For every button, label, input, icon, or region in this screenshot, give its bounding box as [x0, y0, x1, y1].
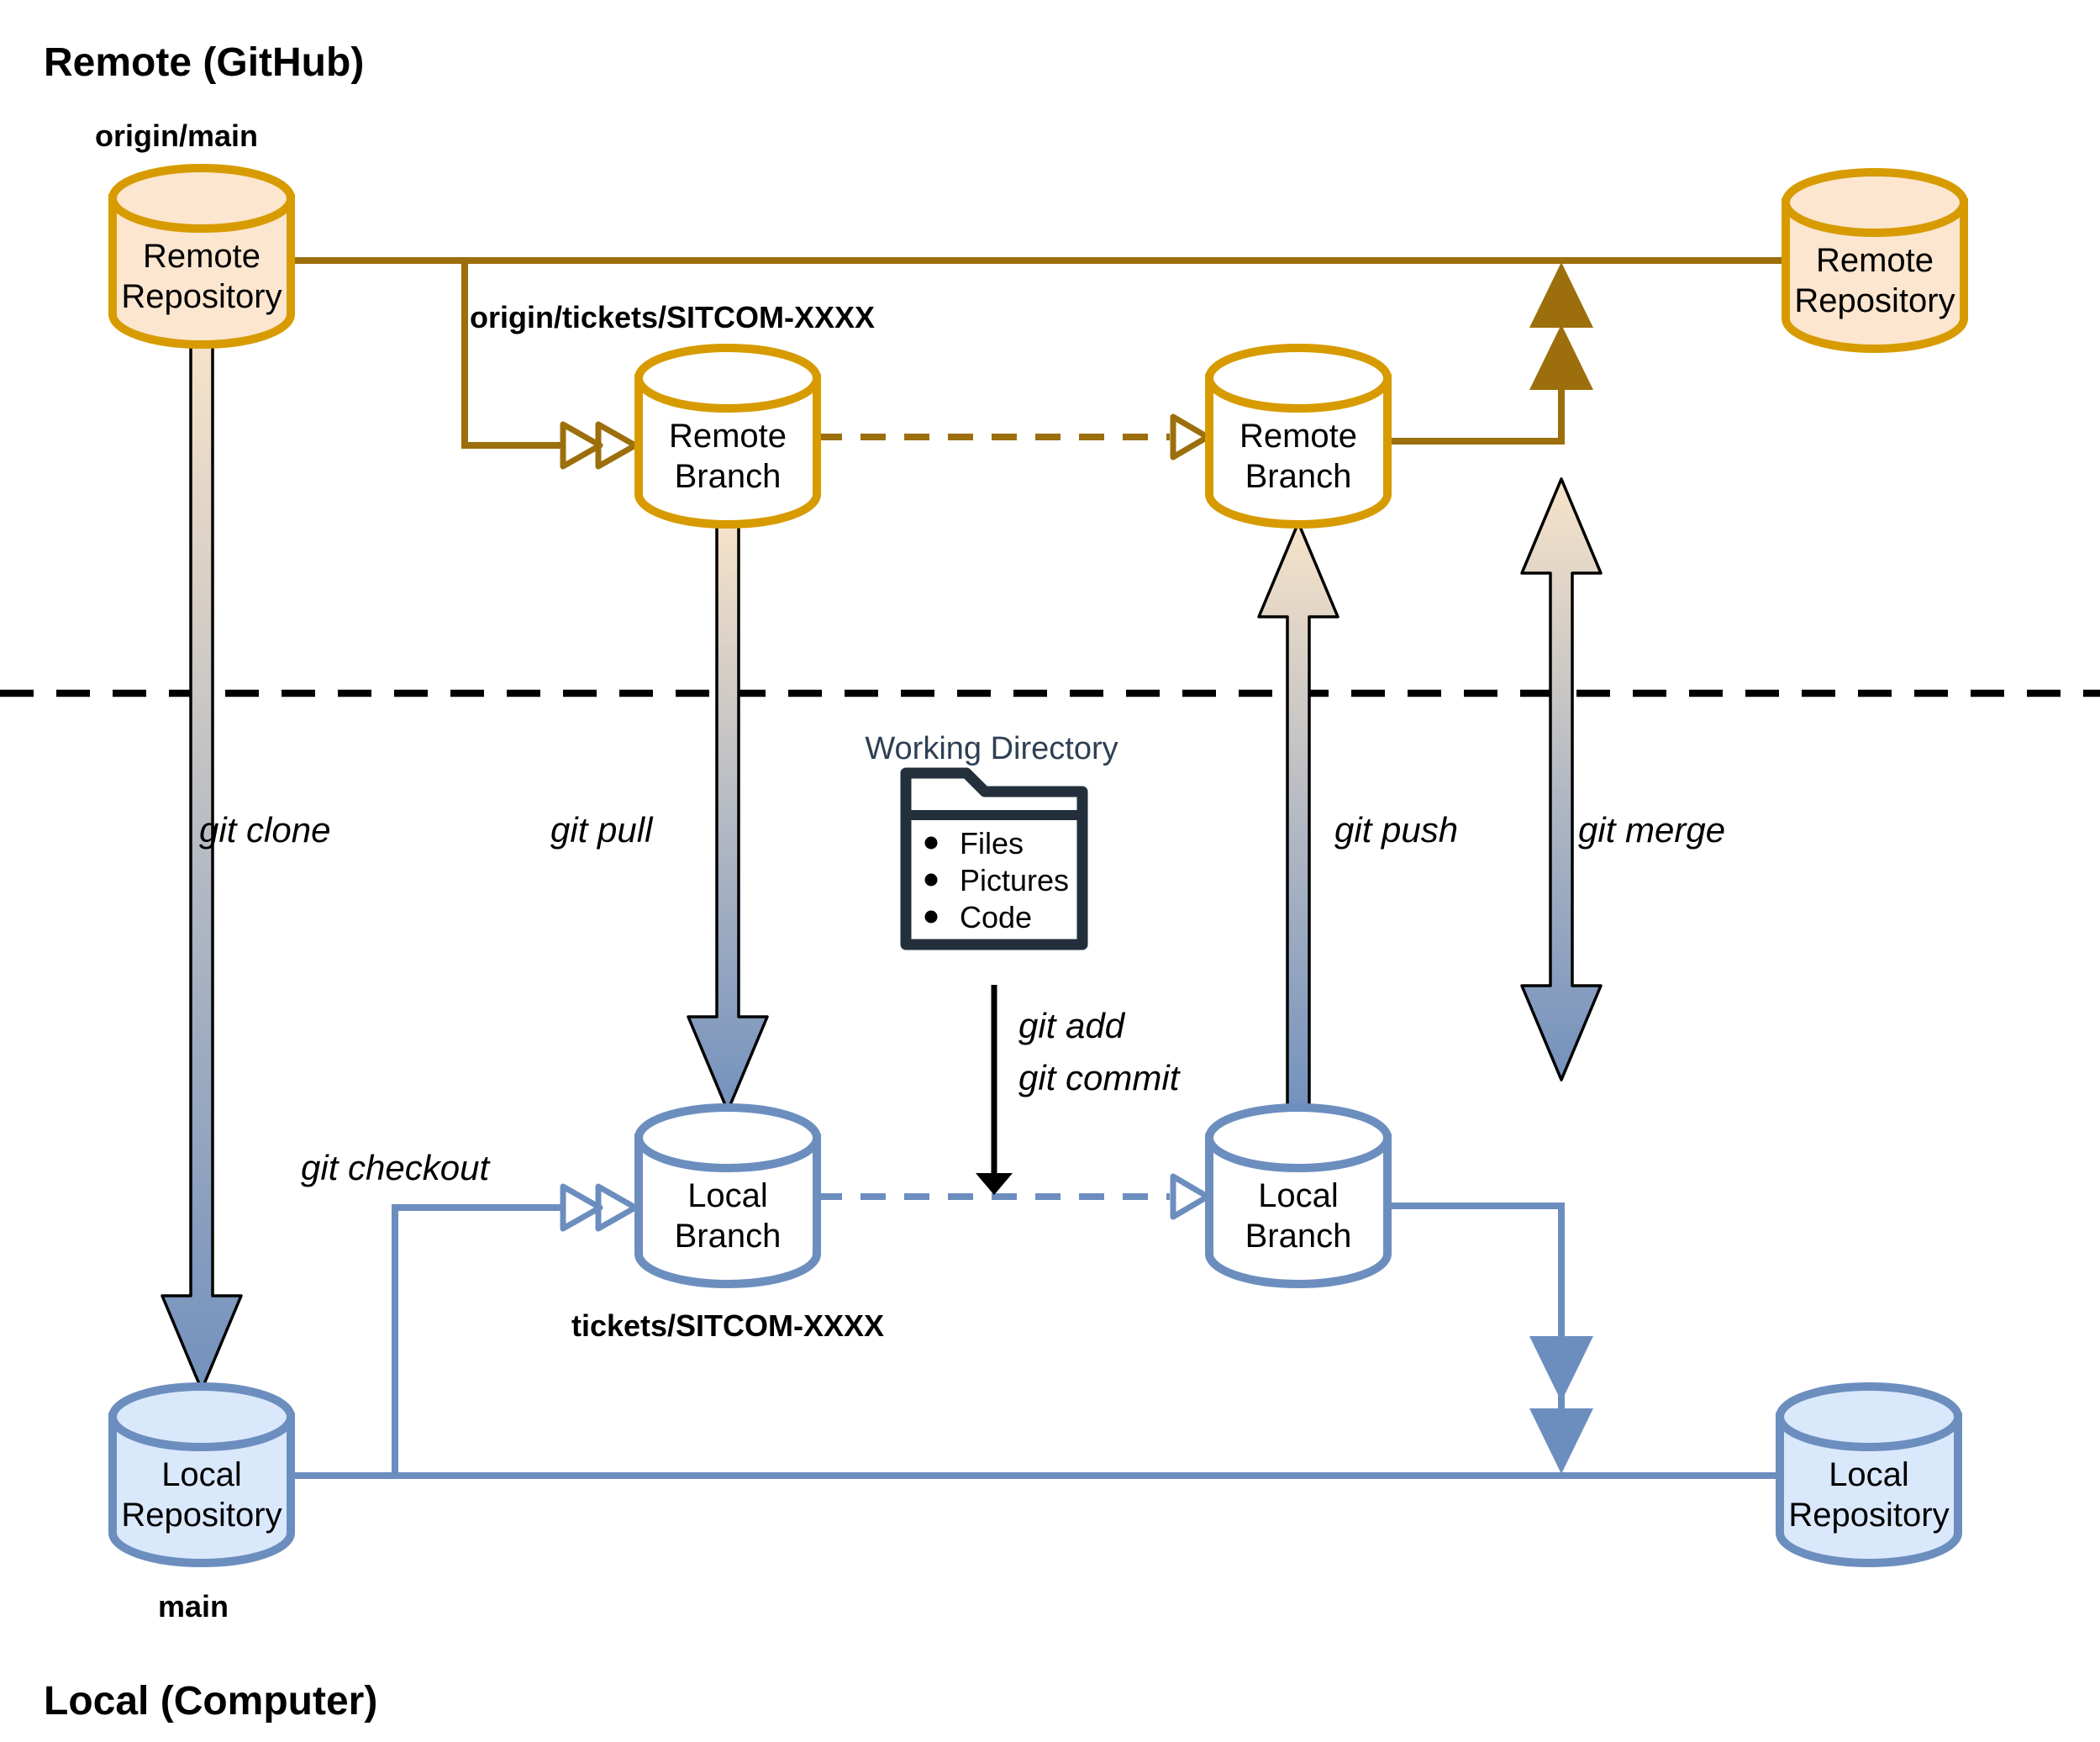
local-branch-1-node: Local Branch: [634, 1103, 821, 1288]
bullet-icon: [924, 836, 938, 850]
git-merge-label: git merge: [1578, 810, 1725, 850]
remote-section-heading: Remote (GitHub): [44, 40, 364, 85]
git-add-commit-arrow: [976, 985, 1013, 1195]
remote-branch-2-node: Remote Branch: [1205, 344, 1392, 529]
git-push-label: git push: [1334, 810, 1458, 850]
git-commit-label: git commit: [1018, 1058, 1182, 1097]
local-branch-2-cylinder: [1205, 1134, 1392, 1288]
remote-branch-split-line: [461, 261, 563, 449]
working-directory-item-code: Code: [960, 900, 1032, 934]
main-tag: main: [158, 1589, 229, 1624]
git-pull-arrow: [687, 518, 769, 1113]
git-checkout-label: git checkout: [301, 1148, 491, 1187]
remote-repository-right-node: Remote Repository: [1782, 168, 1968, 353]
remote-branch-2-cylinder-top: [1205, 344, 1392, 413]
remote-repository-main-cylinder-top: [108, 164, 295, 233]
git-merge-arrow: [1520, 477, 1603, 1082]
remote-repository-main-label-line2: Repository: [121, 278, 282, 315]
local-branch-2-label-line2: Branch: [1245, 1218, 1352, 1255]
remote-branch-1-label-line2: Branch: [675, 458, 782, 495]
local-branch-1-cylinder: [634, 1134, 821, 1288]
remote-repository-right-label-line1: Remote: [1816, 242, 1934, 279]
remote-connectors: [291, 257, 1786, 449]
local-repository-right-cylinder-top: [1776, 1382, 1962, 1451]
local-branch-1-cylinder-top: [634, 1103, 821, 1172]
remote-repository-main-cylinder: [108, 194, 295, 349]
git-clone-label: git clone: [199, 810, 330, 850]
origin-main-tag: origin/main: [95, 118, 258, 153]
local-branch-2-node: Local Branch: [1205, 1103, 1392, 1288]
local-repository-main-cylinder: [108, 1413, 295, 1567]
local-section-heading: Local (Computer): [44, 1679, 377, 1724]
remote-branch-1-cylinder: [634, 374, 821, 529]
origin-tickets-tag: origin/tickets/SITCOM-XXXX: [470, 300, 875, 334]
local-branch-1-label-line2: Branch: [675, 1218, 782, 1255]
remote-repository-main-node: Remote Repository: [108, 164, 295, 349]
git-push-arrow: [1257, 521, 1339, 1113]
local-branch-2-label-line1: Local: [1258, 1177, 1339, 1214]
local-repository-main-label-line1: Local: [161, 1456, 242, 1493]
local-branch-2-cylinder-top: [1205, 1103, 1392, 1172]
remote-double-up-arrowhead-icon: [1529, 262, 1593, 390]
folder-icon: [900, 767, 1088, 950]
local-repository-right-label-line2: Repository: [1788, 1497, 1949, 1534]
working-directory-item-files: Files: [960, 826, 1024, 860]
working-directory-title: Working Directory: [865, 731, 1118, 766]
bullet-icon: [924, 873, 938, 887]
remote-repository-right-cylinder-top: [1782, 168, 1968, 237]
remote-branch-1-node: Remote Branch: [634, 344, 821, 529]
local-repository-main-node: Local Repository: [108, 1382, 295, 1567]
local-dashed-open-arrowhead-icon: [1170, 1173, 1211, 1220]
tickets-sitcom-tag: tickets/SITCOM-XXXX: [571, 1308, 884, 1343]
remote-branch-2-cylinder: [1205, 374, 1392, 529]
working-directory: Working Directory Files Pictures Code: [865, 731, 1118, 950]
remote-double-chevron-icon: [560, 421, 639, 470]
local-repository-right-label-line1: Local: [1829, 1456, 1909, 1493]
git-pull-label: git pull: [550, 810, 654, 850]
local-repository-right-node: Local Repository: [1776, 1382, 1962, 1567]
local-repository-main-label-line2: Repository: [121, 1497, 282, 1534]
local-repository-right-cylinder: [1776, 1413, 1962, 1567]
remote-branch-2-label-line1: Remote: [1239, 418, 1357, 455]
git-clone-arrow: [161, 339, 243, 1392]
local-double-down-arrowhead-icon: [1529, 1336, 1593, 1474]
remote-dashed-open-arrowhead-icon: [1170, 413, 1211, 460]
remote-repository-right-cylinder: [1782, 198, 1968, 353]
git-add-label: git add: [1018, 1006, 1126, 1045]
git-checkout-line: [392, 1204, 563, 1476]
working-directory-item-pictures: Pictures: [960, 863, 1069, 897]
bullet-icon: [924, 910, 938, 924]
local-branch-1-label-line1: Local: [687, 1177, 768, 1214]
remote-branch-2-label-line2: Branch: [1245, 458, 1352, 495]
remote-repository-main-label-line1: Remote: [143, 238, 261, 275]
remote-repository-right-label-line2: Repository: [1794, 282, 1955, 319]
local-repository-main-cylinder-top: [108, 1382, 295, 1451]
remote-branch-return-line: [1387, 378, 1565, 445]
remote-branch-1-label-line1: Remote: [669, 418, 787, 455]
local-double-chevron-icon: [560, 1183, 639, 1232]
remote-branch-1-cylinder-top: [634, 344, 821, 413]
